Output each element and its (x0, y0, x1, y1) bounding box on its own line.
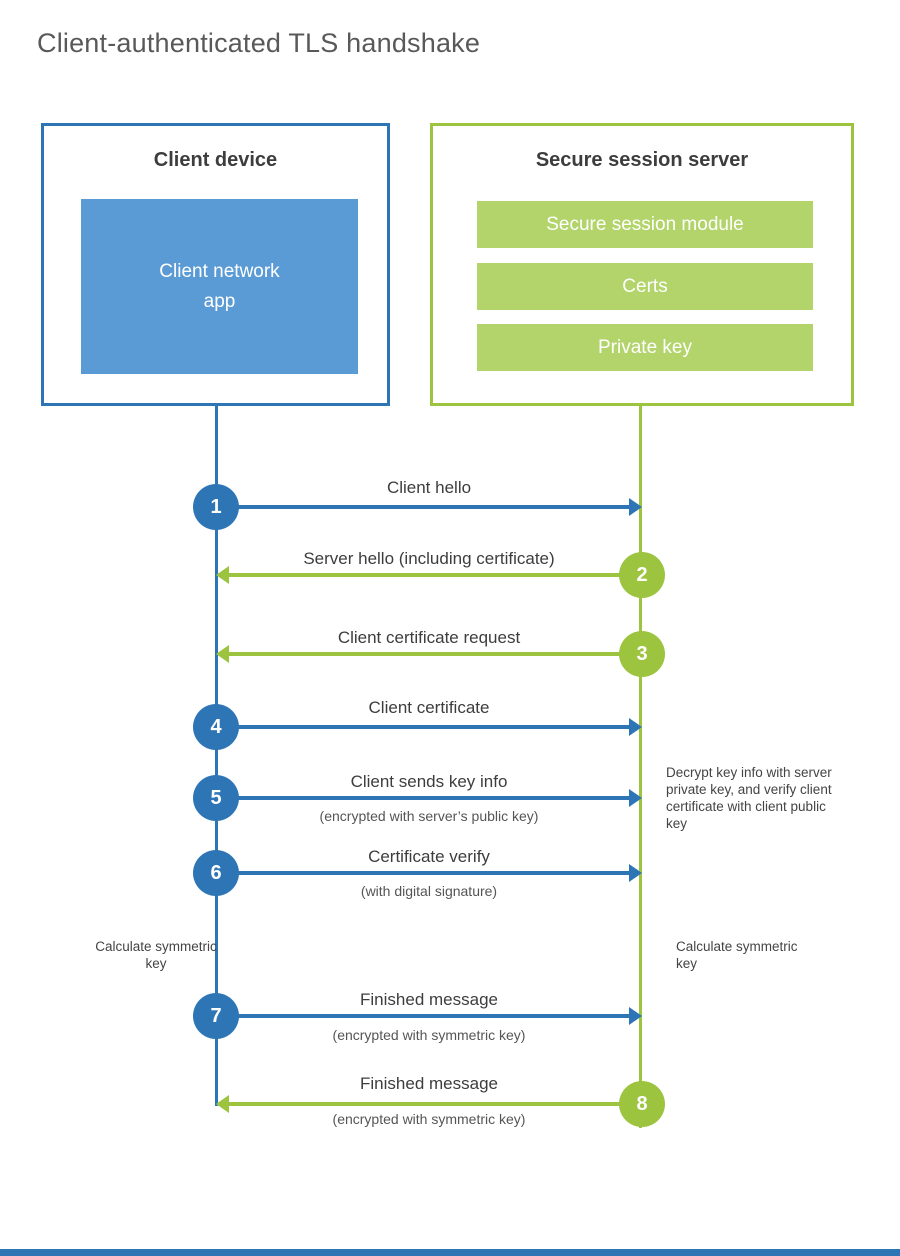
step-2-label: Server hello (including certificate) (303, 549, 555, 568)
step-3-arrow (216, 645, 642, 663)
step-7-marker: 7 (193, 993, 239, 1039)
client-device-box: Client device Client network app (41, 123, 390, 406)
step-1-label: Client hello (386, 478, 472, 497)
calculate-symmetric-key-client-note: Calculate symmetric key (95, 939, 217, 971)
client-lifeline (215, 406, 218, 1106)
step-4-arrow (216, 718, 642, 736)
step-6-sublabel: (with digital signature) (360, 883, 498, 899)
step-6-marker: 6 (193, 850, 239, 896)
decrypt-key-note: Decrypt key info with server private key… (666, 765, 832, 831)
footer-accent-bar (0, 1249, 900, 1256)
client-network-app-box: Client network app (81, 199, 358, 374)
step-2-marker: 2 (619, 552, 665, 598)
step-5-label: Client sends key info (350, 772, 508, 791)
step-7-sublabel: (encrypted with symmetric key) (332, 1027, 526, 1043)
step-6-number: 6 (210, 861, 222, 884)
secure-session-server-box: Secure session server Secure session mod… (430, 123, 854, 406)
step-2-number: 2 (636, 563, 648, 586)
step-1-arrow (216, 498, 642, 516)
step-3-label: Client certificate request (337, 628, 521, 647)
step-5-number: 5 (210, 786, 222, 809)
page-title: Client-authenticated TLS handshake (37, 28, 481, 58)
step-6-arrow (216, 864, 642, 882)
step-8-marker: 8 (619, 1081, 665, 1127)
step-8-number: 8 (636, 1092, 648, 1115)
step-1-number: 1 (210, 495, 222, 518)
step-7-number: 7 (210, 1004, 222, 1027)
client-network-app-label: Client network app (159, 261, 280, 312)
client-device-title: Client device (153, 149, 278, 171)
step-8-sublabel: (encrypted with symmetric key) (332, 1111, 526, 1127)
step-5-sublabel: (encrypted with server’s public key) (319, 808, 539, 824)
step-3-number: 3 (636, 642, 648, 665)
step-5-marker: 5 (193, 775, 239, 821)
private-key-box: Private key (477, 324, 813, 371)
certs-box: Certs (477, 263, 813, 310)
step-8-label: Finished message (360, 1074, 498, 1093)
step-4-label: Client certificate (368, 698, 490, 717)
step-8-arrow (216, 1095, 642, 1113)
secure-session-module-box: Secure session module (477, 201, 813, 248)
calculate-symmetric-key-server-note: Calculate symmetric key (676, 939, 798, 971)
step-2-arrow (216, 566, 642, 584)
step-6-label: Certificate verify (368, 847, 490, 866)
step-3-marker: 3 (619, 631, 665, 677)
server-lifeline (639, 406, 642, 1128)
step-5-arrow (216, 789, 642, 807)
step-4-number: 4 (210, 715, 222, 738)
step-1-marker: 1 (193, 484, 239, 530)
secure-session-server-title: Secure session server (535, 149, 749, 171)
step-7-label: Finished message (360, 990, 498, 1009)
step-4-marker: 4 (193, 704, 239, 750)
step-7-arrow (216, 1007, 642, 1025)
